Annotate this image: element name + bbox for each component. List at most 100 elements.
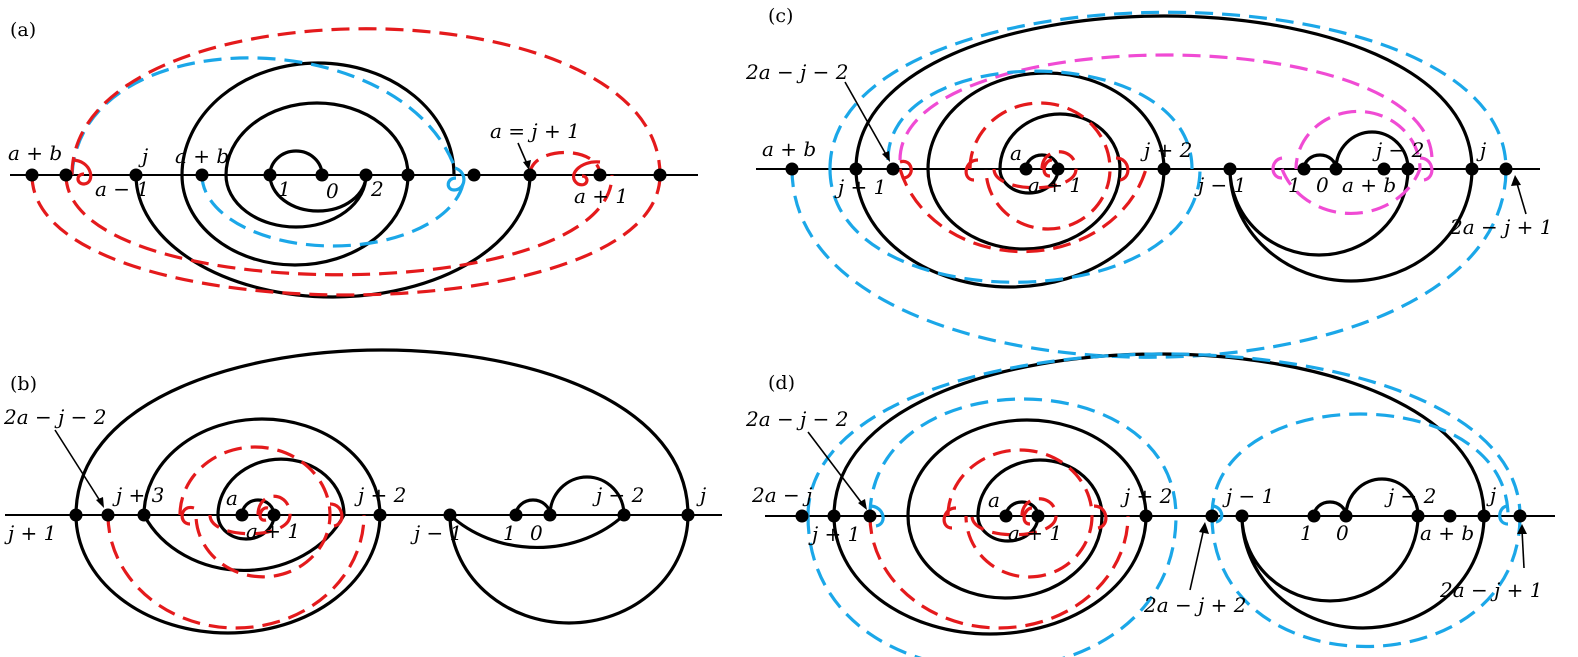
node-j-plus-1-d (827, 509, 841, 523)
red-curl-2-b (258, 506, 269, 522)
node-2a-j-1-c (1499, 162, 1513, 176)
black-outer-top-arc-b (74, 348, 690, 516)
node-1 (509, 508, 523, 522)
arrow-2a-j-plus-2-d (1189, 527, 1205, 591)
label-j-minus-1-c: j − 1 (1194, 173, 1246, 197)
label-j-plus-2: j + 2 (354, 483, 406, 507)
node-2a-j-2-d (863, 509, 877, 523)
blue-curl-2-d (1211, 504, 1224, 524)
arrow-2a-j-2-d (807, 431, 865, 507)
label-j-plus-2-d: j + 2 (1120, 484, 1172, 508)
label-a-plus-b-mid: a + b (175, 144, 229, 168)
label-a-plus-1: a + 1 (574, 184, 628, 208)
arrow-2a-j-2-c (844, 81, 889, 159)
panel-d: (d) (745, 352, 1555, 657)
label-j-d: j (1486, 483, 1496, 507)
label-j-minus-1-d: j − 1 (1222, 484, 1274, 508)
node-1-c (1297, 162, 1311, 176)
label-j-plus-2-c: j + 2 (1140, 138, 1192, 162)
label-a-plus-b-right-c: a + b (1342, 173, 1396, 197)
label-j-minus-2-d: j − 2 (1384, 484, 1436, 508)
node-0 (315, 168, 329, 182)
node-j-minus-2-d (1411, 509, 1425, 523)
red-curl-1-d (942, 506, 957, 530)
label-j-plus-3: j + 3 (112, 483, 164, 507)
label-j-plus-1-d: j + 1 (808, 522, 860, 546)
arrow-2a-j-1-c (1515, 179, 1527, 215)
label-a-d: a (988, 488, 1000, 512)
panel-label-c: (c) (768, 5, 793, 27)
node-1 (263, 168, 277, 182)
magenta-dashed-top-c (898, 53, 1434, 161)
black-spiral-a (180, 61, 456, 267)
node-2a-j-2 (101, 508, 115, 522)
panel-b: (b) 2a − j − 2 j + 1 j + 3 a (3, 348, 722, 635)
label-j-c: j (1476, 138, 1486, 162)
blue-dashed-top-c (828, 10, 1508, 170)
red-dashed-outer-b (106, 514, 366, 630)
label-2a-j-d: 2a − j (751, 483, 812, 507)
node-right-end (653, 168, 667, 182)
node-a-plus-1-d (1031, 509, 1045, 523)
label-0-c: 0 (1316, 173, 1329, 197)
label-j-minus-2-c: j − 2 (1372, 138, 1424, 162)
node-j-plus-1 (69, 508, 83, 522)
node-0-d (1339, 509, 1353, 523)
node-0 (543, 508, 557, 522)
node-2 (359, 168, 373, 182)
node-j (129, 168, 143, 182)
magenta-curl-1-c (1271, 156, 1283, 180)
node-2a-j-2plus-d (1205, 509, 1219, 523)
red-dashed-inner-b (208, 494, 292, 536)
node-a-plus-b-d (1443, 509, 1457, 523)
red-curl-4-c (899, 159, 913, 180)
arrowhead-2a-j-2-b (96, 497, 104, 508)
blue-dashed-right-bottom-d (1210, 515, 1522, 649)
arrowhead-a-eq-j-plus-1 (523, 160, 531, 170)
label-2a-j-1-c: 2a − j + 1 (1449, 215, 1553, 239)
red-curl-1-c (964, 158, 979, 182)
arrowhead-2a-j-2-c (882, 151, 890, 162)
blue-dashed-bottom-2-c (790, 168, 1508, 359)
panel-a: (a) a + b a − 1 j (8, 19, 698, 299)
blue-dashed-left-top-d (868, 397, 1178, 517)
node-j-minus-2 (617, 508, 631, 522)
black-outer-arc-a (134, 174, 532, 299)
red-dashed-bottom-1-a (30, 174, 662, 297)
label-0-d: 0 (1336, 521, 1349, 545)
node-j (681, 508, 695, 522)
red-curl-2-c (1042, 158, 1053, 178)
label-a-eq-j-plus-1: a = j + 1 (490, 119, 580, 143)
arrowhead-2a-j-plus-2-d (1199, 522, 1209, 534)
label-a-c: a (1010, 141, 1022, 165)
node-a-plus-1-c (1051, 162, 1065, 176)
arrow-2a-j-2-b (54, 429, 103, 505)
label-1-d: 1 (1300, 521, 1313, 545)
red-curl-3-c (1115, 156, 1130, 182)
node-j-minus-1-c (1223, 162, 1237, 176)
node-2a-j-d (795, 509, 809, 523)
node-blue-end (467, 168, 481, 182)
black-outer-top-arc-c (854, 14, 1474, 170)
red-dashed-small-arc-a (528, 150, 602, 176)
label-a-plus-b-c: a + b (762, 137, 816, 161)
arrowhead-2a-j-1-d (1517, 524, 1527, 534)
label-2a-j-2-d: 2a − j − 2 (745, 407, 849, 431)
red-curl-1-b (180, 505, 195, 526)
node-j-plus-2 (373, 508, 387, 522)
red-curl-right-a (571, 160, 601, 187)
panel-label-a: (a) (10, 19, 36, 41)
label-a-minus-1: a − 1 (95, 177, 149, 201)
red-curl-3-d (1093, 504, 1108, 530)
label-j-minus-2: j − 2 (592, 483, 644, 507)
node-a-d (999, 509, 1013, 523)
label-2a-j-plus-2-d: 2a − j + 2 (1143, 593, 1247, 617)
label-2: 2 (370, 177, 384, 201)
node-a (235, 508, 249, 522)
blue-curl-3-d (1498, 504, 1509, 526)
node-j-plus-2-d (1139, 509, 1153, 523)
node-a-eq-j-plus-1 (523, 168, 537, 182)
blue-dashed-inner-top-c (886, 69, 1194, 170)
panel-c: (c) (745, 5, 1553, 359)
